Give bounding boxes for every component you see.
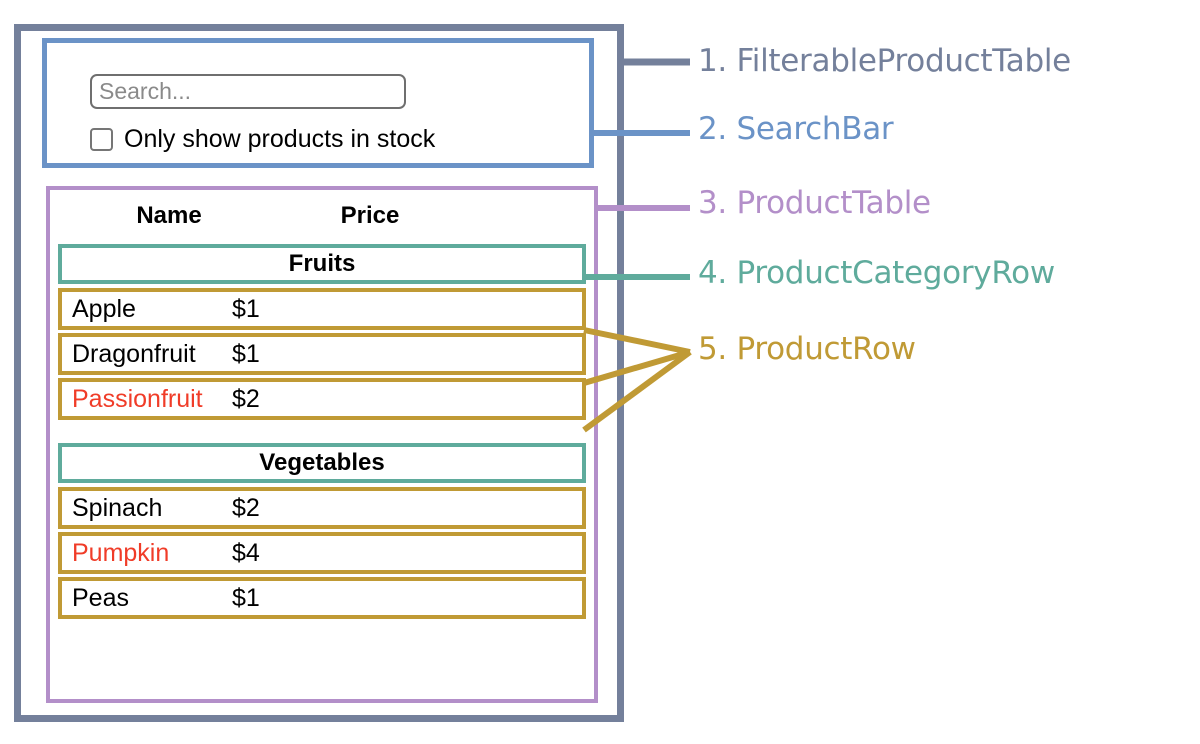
stock-filter-row[interactable]: Only show products in stock [90,126,435,152]
callout-label-filterable-product-table: 1. FilterableProductTable [698,43,1071,79]
product-name: Peas [72,583,129,612]
product-price: $1 [232,294,260,323]
product-price: $2 [232,493,260,522]
product-name: Dragonfruit [72,339,196,368]
stock-filter-checkbox[interactable] [90,127,113,151]
stock-filter-label: Only show products in stock [124,125,436,153]
product-price: $2 [232,384,260,413]
product-category-row: Fruits [58,244,586,284]
column-header-name: Name [136,202,202,229]
product-price: $1 [232,339,260,368]
product-row: Peas $1 [58,577,586,619]
product-row: Apple $1 [58,288,586,330]
product-name: Passionfruit [72,384,203,413]
callout-label-product-category-row: 4. ProductCategoryRow [698,255,1055,291]
product-table-header: Name Price [58,198,586,234]
search-bar-frame [42,38,594,168]
product-name: Apple [72,294,136,323]
product-row: Spinach $2 [58,487,586,529]
product-price: $1 [232,583,260,612]
callout-label-product-table: 3. ProductTable [698,185,931,221]
search-input[interactable] [90,74,406,109]
product-name: Spinach [72,493,163,522]
product-category-row: Vegetables [58,443,586,483]
product-category-label: Vegetables [259,449,385,476]
row-group-gap [58,423,586,443]
product-category-label: Fruits [288,250,356,277]
product-table-frame [46,186,598,703]
product-price: $4 [232,538,260,567]
product-row: Pumpkin $4 [58,532,586,574]
callout-label-product-row: 5. ProductRow [698,331,916,367]
product-row: Dragonfruit $1 [58,333,586,375]
product-row: Passionfruit $2 [58,378,586,420]
callout-label-search-bar: 2. SearchBar [698,111,894,147]
column-header-price: Price [340,202,400,229]
product-name: Pumpkin [72,538,170,567]
